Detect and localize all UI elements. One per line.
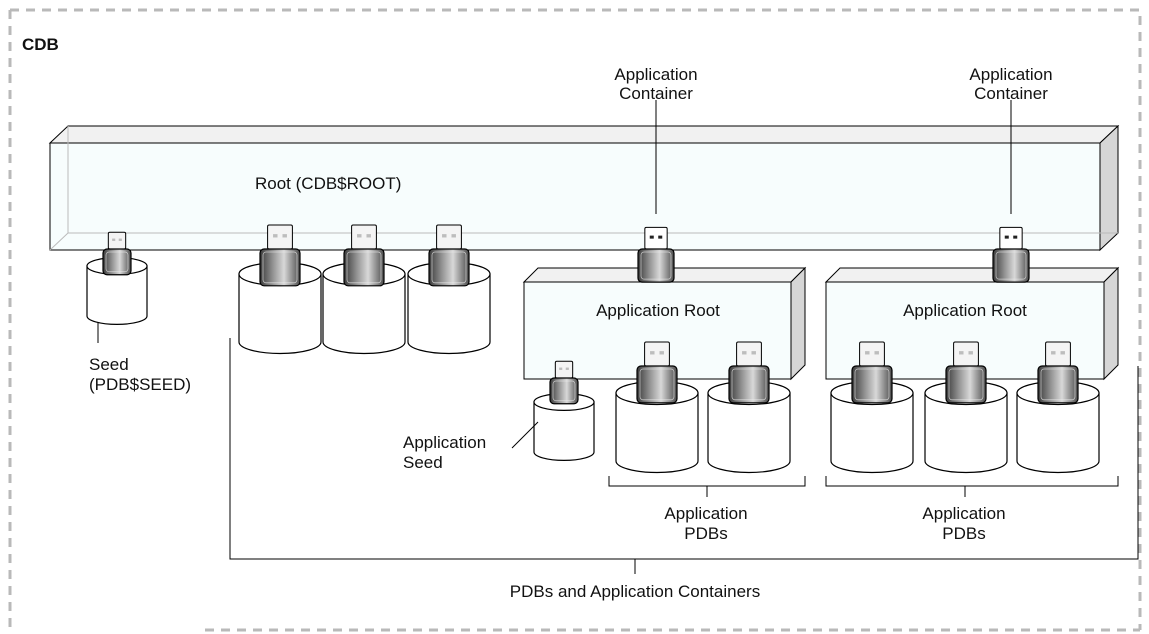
pdb-plug-3 [428,224,470,287]
app-seed-label-line2: Seed [403,453,443,472]
app2-pdb-plug-2 [945,341,987,404]
app-pdbs-label-1-line1: Application [664,504,747,523]
app-container-label-1-line2: Container [619,84,693,103]
app2-pdb-plug-3 [1037,341,1079,404]
app-pdbs-label-2-line1: Application [922,504,1005,523]
app-root-label-2: Application Root [903,301,1027,320]
app-seed-callout-line [511,421,539,449]
app-container-label-2-line1: Application [969,65,1052,84]
app-seed-label-line1: Application [403,433,486,452]
app1-pdb-plug-1 [636,341,678,404]
app-container-plug-1 [637,226,675,283]
app-seed-cylinder [533,393,595,461]
root-label: Root (CDB$ROOT) [255,174,401,193]
root-container [48,124,1120,252]
seed-plug [102,231,132,276]
seed-label-line2: (PDB$SEED) [89,375,191,394]
pdb-plug-2 [343,224,385,287]
app-pdbs-label-2-line2: PDBs [942,524,985,543]
pdbs-and-app-containers-label: PDBs and Application Containers [510,582,760,601]
app-seed-plug [549,360,579,405]
cdb-label: CDB [22,35,59,54]
seed-label-line1: Seed [89,355,129,374]
app-container-label-2-line2: Container [974,84,1048,103]
app2-pdb-plug-1 [851,341,893,404]
pdb-plug-1 [259,224,301,287]
app-container-label-1-line1: Application [614,65,697,84]
seed-cylinder [86,257,148,325]
usb-plugs [102,224,1079,405]
app-pdbs-bracket-2: Application PDBs [825,476,1119,543]
pdbs-and-app-containers-bracket: PDBs and Application Containers [229,338,1139,601]
app-pdbs-bracket-1: Application PDBs [608,476,806,543]
app-container-plug-2 [992,226,1030,283]
app-root-label-1: Application Root [596,301,720,320]
cdb-border [8,8,1142,632]
app-container-callout-2: Application Container [969,65,1053,214]
app1-pdb-plug-2 [728,341,770,404]
app-container-callout-1: Application Container [614,65,698,214]
app-pdbs-label-1-line2: PDBs [684,524,727,543]
